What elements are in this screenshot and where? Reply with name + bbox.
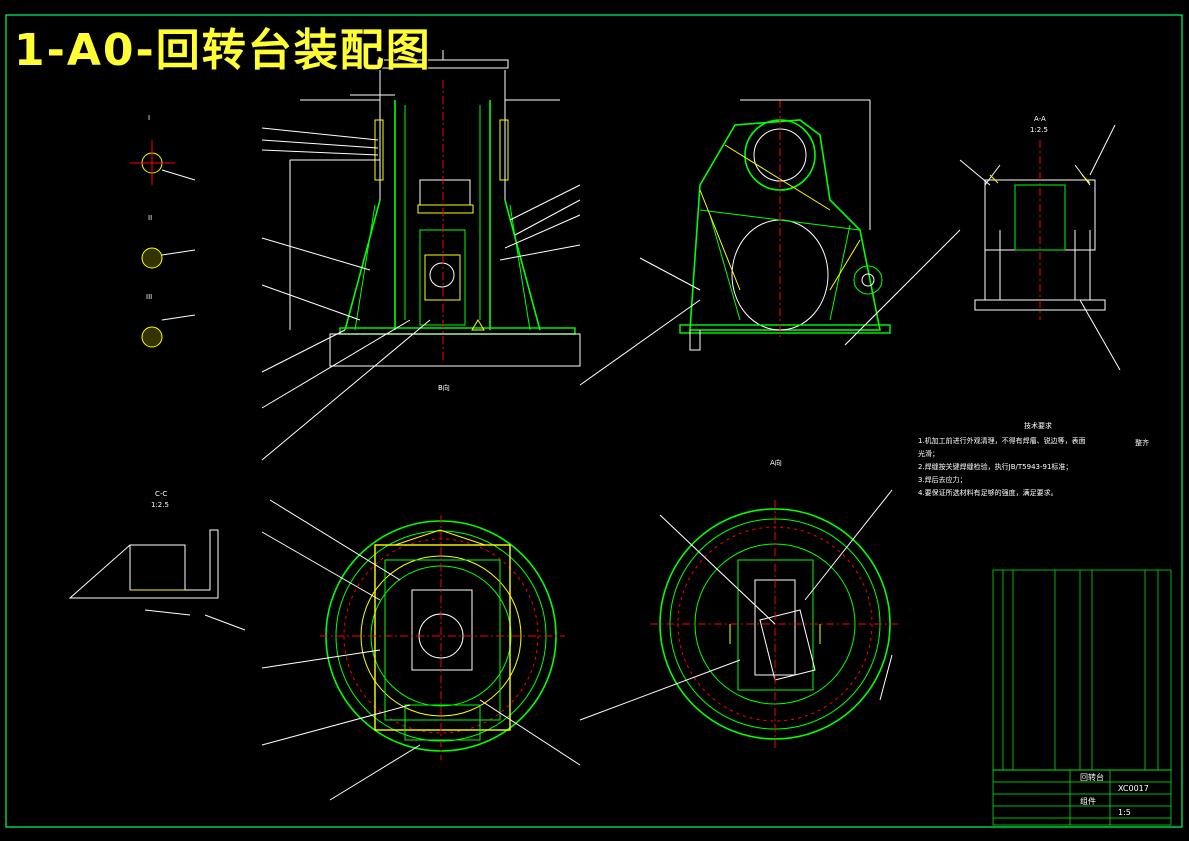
plan-view-b <box>261 499 581 801</box>
title-block-material: 组件 <box>1080 797 1096 806</box>
drawing-border <box>5 14 1183 828</box>
view-b-label: B向 <box>438 384 450 392</box>
section-cc-view <box>68 529 246 631</box>
drawing-title: 1-A0-回转台装配图 <box>14 25 432 76</box>
title-block-part-name: 回转台 <box>1080 773 1104 782</box>
section-aa-label: A-A <box>1034 115 1046 123</box>
tech-req-item-4: 3.焊后去应力； <box>918 476 967 484</box>
parts-list-table <box>992 569 1172 826</box>
section-aa-scale: 1:2.5 <box>1030 126 1048 134</box>
section-cc-label: C-C <box>155 490 168 498</box>
section-i-label: I <box>148 114 151 122</box>
tech-req-item-3: 2.焊缝按关键焊缝检验，执行JB/T5943-91标准； <box>918 463 1073 471</box>
tech-req-heading: 技术要求 <box>1024 422 1052 430</box>
detail-sections <box>130 140 196 348</box>
tech-req-item-2: 光滑； <box>918 450 939 458</box>
section-cc-scale: 1:2.5 <box>151 501 169 509</box>
front-view <box>261 50 581 461</box>
title-block-scale: 1:5 <box>1118 808 1131 817</box>
view-a-label: A向 <box>770 459 782 467</box>
plan-view-a <box>579 489 900 750</box>
section-ii-label: II <box>148 214 153 222</box>
section-aa-view <box>959 124 1121 371</box>
section-iii-label: III <box>146 293 153 301</box>
tech-req-item-1: 1.机加工前进行外观清理，不得有焊瘤、锐边等，表面 <box>918 437 1086 445</box>
technical-requirements: 技术要求 1.机加工前进行外观清理，不得有焊瘤、锐边等，表面 光滑； 2.焊缝按… <box>918 420 1158 500</box>
tech-req-aside: 整齐 <box>1135 439 1149 447</box>
side-view <box>579 99 961 386</box>
tech-req-item-5: 4.要保证所选材料有足够的强度，满足要求。 <box>918 489 1058 497</box>
title-block-drawing-no: XC0017 <box>1118 784 1149 793</box>
